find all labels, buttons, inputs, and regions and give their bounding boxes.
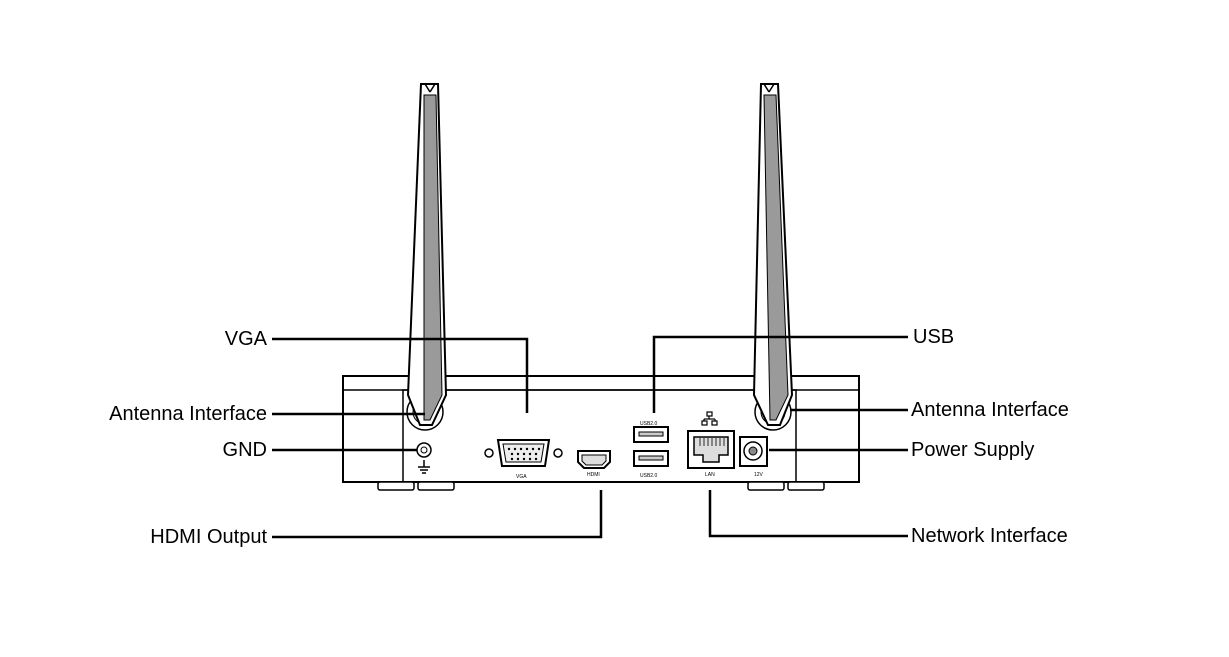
hdmi-leader-line	[272, 490, 603, 539]
network-leader-line	[708, 490, 908, 538]
power-jack	[739, 436, 768, 467]
lan-port-mark: LAN	[705, 472, 715, 478]
usb-top-port-mark: USB2.0	[640, 421, 657, 427]
antenna-left	[406, 83, 448, 431]
label-usb: USB	[913, 326, 955, 348]
lan-port	[687, 411, 735, 469]
vga-leader-line	[272, 337, 529, 413]
label-hdmi-output: HDMI Output	[150, 526, 267, 548]
usb-bottom-port-mark: USB2.0	[640, 473, 657, 479]
hdmi-port	[577, 450, 611, 469]
label-antenna-interface-left: Antenna Interface	[109, 403, 267, 425]
label-antenna-interface-right: Antenna Interface	[911, 399, 1069, 421]
leader-lines	[272, 335, 908, 539]
label-vga: VGA	[224, 328, 267, 350]
usb-leader-line	[652, 335, 908, 413]
antenna-right	[752, 83, 794, 431]
label-network-interface: Network Interface	[911, 525, 1068, 547]
label-gnd: GND	[222, 439, 267, 461]
power-port-mark: 12V	[754, 472, 764, 478]
usb-ports	[633, 426, 669, 467]
label-power-supply: Power Supply	[911, 439, 1035, 461]
hdmi-port-mark: HDMI	[587, 472, 600, 478]
vga-port	[484, 439, 563, 467]
vga-port-mark: VGA	[516, 474, 527, 480]
